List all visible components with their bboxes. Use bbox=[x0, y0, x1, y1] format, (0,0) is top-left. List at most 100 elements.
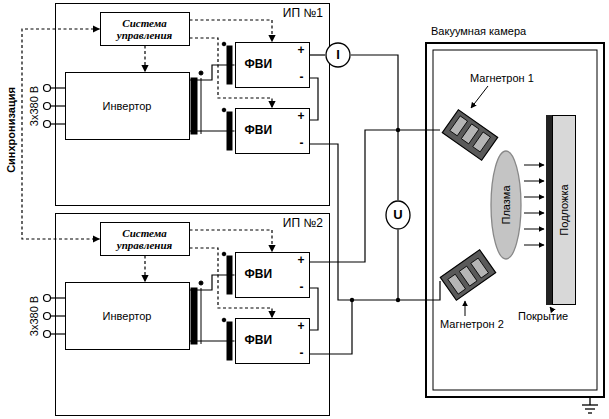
power-wire bbox=[310, 300, 352, 354]
plasma-ellipse: Плазма bbox=[490, 150, 522, 260]
transformer-symbol bbox=[201, 288, 202, 344]
meter-symbol: I bbox=[336, 48, 340, 62]
meter-outline bbox=[326, 43, 350, 67]
plasma-flux-arrow bbox=[524, 181, 544, 182]
supply-voltage: 3x380 В bbox=[28, 296, 40, 336]
transformer-symbol bbox=[191, 42, 232, 360]
control-signal-line bbox=[144, 256, 145, 282]
pulse-former-box: ФВИ + - bbox=[235, 252, 310, 298]
box-label: ФВИ bbox=[245, 268, 273, 281]
mains-terminal bbox=[51, 87, 66, 88]
part-name: Магнетрон 1 bbox=[470, 72, 534, 84]
power-wire bbox=[190, 65, 235, 80]
unit-heading: ИП №1 bbox=[283, 7, 323, 20]
box-label: ФВИ bbox=[245, 334, 273, 347]
mains-terminal bbox=[51, 297, 66, 298]
box-label: ФВИ bbox=[245, 124, 273, 137]
meter-symbol: U bbox=[393, 208, 402, 222]
chamber-inner-wall bbox=[433, 50, 597, 390]
plasma-flux-arrow bbox=[524, 197, 544, 198]
polarity-sign: + bbox=[297, 44, 304, 57]
substrate-box: Подложка bbox=[552, 115, 576, 305]
box-label: Система управления bbox=[101, 16, 189, 40]
signal-name: Синхронизация bbox=[5, 87, 17, 173]
magnetron-symbol bbox=[440, 250, 495, 300]
chamber-heading: Вакуумная камера bbox=[431, 25, 526, 37]
plasma-flux-arrow bbox=[524, 165, 544, 166]
ground-symbol bbox=[589, 398, 590, 405]
magnetron-symbol bbox=[442, 110, 497, 160]
mains-terminal bbox=[51, 333, 66, 334]
box-label: ФВИ bbox=[245, 58, 273, 71]
inverter-box: Инвертор bbox=[65, 282, 190, 350]
unit-heading: ИП №2 bbox=[283, 217, 323, 230]
junction-dot bbox=[350, 298, 354, 302]
ground-symbol bbox=[588, 412, 592, 413]
magnetron-symbol bbox=[459, 266, 477, 286]
magnetron-symbol bbox=[473, 132, 491, 152]
control-system-box: Система управления bbox=[100, 222, 190, 256]
part-name: Покрытие bbox=[518, 310, 568, 322]
pulse-former-box: ФВИ + - bbox=[235, 318, 310, 364]
polarity-sign: - bbox=[300, 347, 304, 360]
transformer-symbol bbox=[222, 252, 226, 256]
magnetron-symbol bbox=[461, 124, 479, 144]
plasma-flux-arrow bbox=[524, 229, 544, 230]
mains-terminal bbox=[44, 85, 51, 92]
vacuum-chamber: Вакуумная камераПлазмаПодложка bbox=[425, 42, 605, 398]
transformer-symbol bbox=[201, 78, 202, 134]
power-supply-box: ИП №2Система управленияИнверторФВИ+-ФВИ+… bbox=[55, 213, 330, 416]
power-wire bbox=[190, 275, 235, 290]
mains-terminal bbox=[44, 121, 51, 128]
polarity-sign: + bbox=[297, 110, 304, 123]
power-wire bbox=[397, 230, 398, 300]
pulse-former-box: ФВИ + - bbox=[235, 108, 310, 154]
ground-symbol bbox=[582, 404, 598, 405]
polarity-sign: - bbox=[300, 281, 304, 294]
power-wire bbox=[190, 130, 235, 131]
magnetron-symbol bbox=[471, 258, 489, 278]
polarity-sign: + bbox=[297, 320, 304, 333]
plasma-label: Плазма bbox=[500, 185, 512, 224]
power-wire bbox=[190, 340, 235, 341]
junction-dot bbox=[396, 298, 400, 302]
box-label: Инвертор bbox=[103, 99, 152, 111]
transformer-symbol bbox=[199, 281, 203, 285]
plasma-flux-arrow bbox=[524, 213, 544, 214]
supply-voltage: 3x380 В bbox=[28, 86, 40, 126]
power-supply-box: ИП №1Система управленияИнверторФВИ+-ФВИ+… bbox=[55, 3, 330, 206]
pulse-former-box: ФВИ + - bbox=[235, 42, 310, 88]
mains-terminal bbox=[44, 331, 51, 338]
mains-terminal bbox=[44, 103, 51, 110]
inverter-box: Инвертор bbox=[65, 72, 190, 140]
magnetron-symbol bbox=[440, 250, 495, 300]
plasma-outline bbox=[491, 151, 521, 259]
power-wire bbox=[310, 54, 326, 55]
polarity-sign: - bbox=[300, 137, 304, 150]
transformer-symbol bbox=[191, 288, 197, 344]
power-wire bbox=[351, 55, 398, 200]
polarity-sign: - bbox=[300, 71, 304, 84]
transformer-symbol bbox=[191, 78, 197, 134]
meter-circle: U bbox=[385, 200, 411, 230]
polarity-sign: + bbox=[297, 254, 304, 267]
plasma-flux-arrow bbox=[524, 245, 544, 246]
control-system-box: Система управления bbox=[100, 12, 190, 46]
magnetron-symbol bbox=[448, 274, 466, 294]
ground-symbol bbox=[585, 408, 595, 409]
box-label: Инвертор bbox=[103, 309, 152, 321]
transformer-symbol bbox=[199, 71, 203, 75]
mains-terminal bbox=[51, 105, 66, 106]
substrate-label: Подложка bbox=[558, 184, 570, 235]
leader-arrow bbox=[465, 86, 553, 316]
transformer-symbol bbox=[222, 318, 226, 322]
mains-terminal bbox=[44, 313, 51, 320]
transformer-symbol bbox=[222, 108, 226, 112]
control-signal-line bbox=[144, 46, 145, 72]
mains-terminal bbox=[51, 123, 66, 124]
ground-symbol bbox=[582, 398, 598, 413]
plasma-flux-arrow bbox=[524, 165, 544, 245]
mains-terminal bbox=[44, 295, 51, 302]
power-wire bbox=[310, 78, 318, 120]
meter-circle: I bbox=[325, 42, 351, 68]
